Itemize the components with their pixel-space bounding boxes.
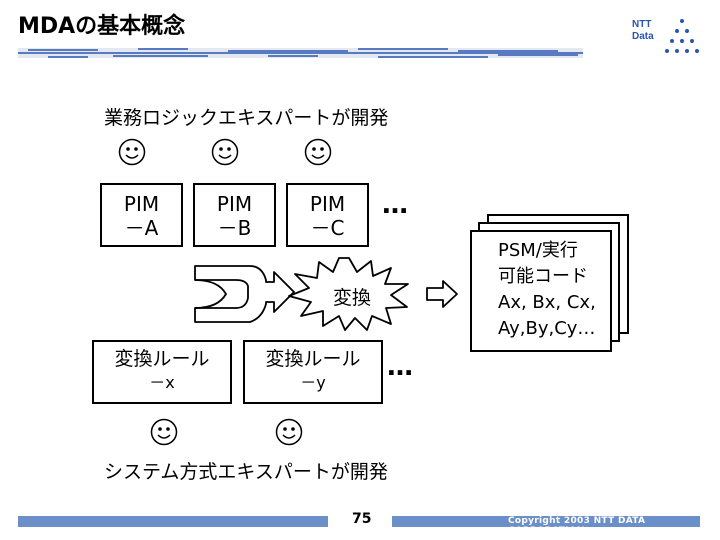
psm-line: PSM/実行 [498,240,578,261]
pim-ellipsis: … [382,190,410,220]
smiley-face-icon [304,138,332,166]
starburst-icon [288,257,409,331]
pim-box-suffix: －B [217,216,252,240]
pim-box-suffix: －A [124,216,159,240]
transform-rule-box-y: 変換ルール －y [243,340,383,404]
business-expert-heading: 業務ロジックエキスパートが開発 [104,107,389,129]
ntt-data-logo: NTT Data [630,15,700,63]
rule-box-label: 変換ルール [265,348,361,370]
smiley-face-icon [118,138,146,166]
pim-box-c: PIM －C [286,183,369,247]
block-arrow-icon [194,265,295,323]
rule-box-suffix: －y [300,373,326,392]
pim-box-a: PIM －A [100,183,183,247]
system-expert-heading: システム方式エキスパートが開発 [104,461,388,483]
transform-rule-box-x: 変換ルール －x [92,340,232,404]
pim-box-label: PIM [309,192,346,216]
smiley-face-icon [150,418,178,446]
transform-label: 変換 [333,287,372,309]
psm-line: Ax, Bx, Cx, [498,292,596,313]
pim-box-b: PIM －B [193,183,276,247]
copyright-text: Copyright 2003 NTT DATA CORPORATION [508,516,646,536]
pim-box-suffix: －C [310,216,345,240]
psm-line: Ay,By,Cy… [498,318,596,339]
rule-box-suffix: －x [149,373,175,392]
slide-title: MDAの基本概念 [18,14,186,39]
smiley-face-icon [211,138,239,166]
footer-bar-right [392,516,700,527]
right-arrow-icon [426,280,458,308]
footer-bar-left [18,516,328,527]
pim-box-label: PIM [216,192,253,216]
pim-box-label: PIM [123,192,160,216]
smiley-face-icon [275,418,303,446]
psm-line: 可能コード [498,266,588,287]
psm-document: PSM/実行 可能コード Ax, Bx, Cx, Ay,By,Cy… [470,230,612,352]
logo-text-ntt: NTT [632,19,651,30]
rule-box-label: 変換ルール [114,348,210,370]
header-decorative-bar [18,48,583,58]
rule-ellipsis: … [387,352,415,382]
logo-text-data: Data [632,31,654,42]
page-number: 75 [352,511,372,527]
